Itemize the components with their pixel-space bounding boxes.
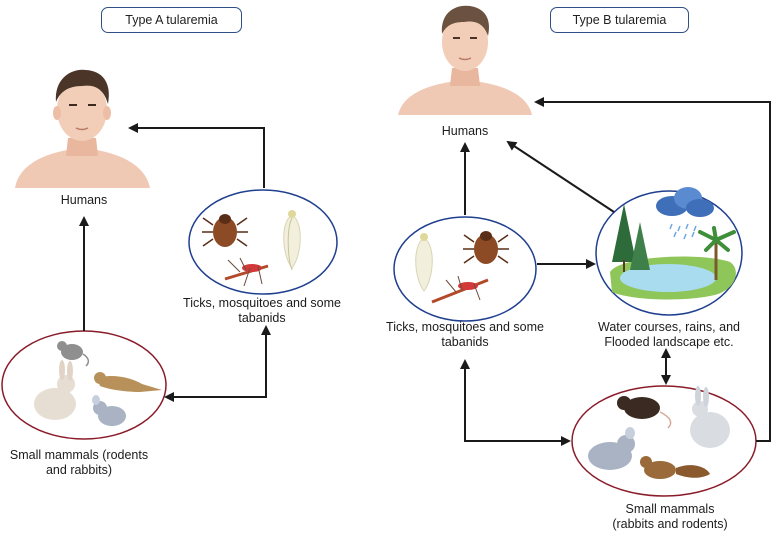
arrow-vectors-mammals-b bbox=[460, 359, 571, 446]
rat-icon-b bbox=[617, 396, 672, 429]
water-label: Water courses, rains, and Flooded landsc… bbox=[598, 320, 740, 349]
human-figure-b bbox=[398, 5, 532, 115]
mosquito-icon-b bbox=[431, 275, 489, 304]
chinchilla-icon-b bbox=[588, 427, 635, 470]
rabbit-icon-a bbox=[34, 360, 76, 420]
mammals-label-a: Small mammals (rodents and rabbits) bbox=[9, 448, 149, 477]
vector-ellipse-b bbox=[393, 216, 537, 322]
tick-icon-a bbox=[202, 214, 248, 247]
human-figure-a bbox=[15, 69, 150, 188]
arrow-vectors-to-humans-a bbox=[128, 123, 265, 188]
tick-icon-b bbox=[463, 231, 509, 264]
rabbit-icon-b bbox=[690, 386, 730, 448]
tabanid-icon-a bbox=[283, 210, 301, 271]
type-b-title: Type B tularemia bbox=[550, 7, 689, 33]
rain-cloud-icon bbox=[656, 187, 714, 240]
vector-ellipse-a bbox=[188, 189, 338, 295]
squirrel-icon-b bbox=[640, 456, 710, 479]
mosquito-icon-a bbox=[224, 257, 269, 287]
vectors-label-a: Ticks, mosquitoes and some tabanids bbox=[183, 296, 341, 325]
rat-icon-a bbox=[57, 341, 90, 367]
type-a-title: Type A tularemia bbox=[101, 7, 242, 33]
weasel-icon-a bbox=[94, 372, 162, 392]
mammals-label-b: Small mammals (rabbits and rodents) bbox=[612, 502, 728, 531]
humans-label-b: Humans bbox=[441, 124, 489, 138]
vectors-label-b: Ticks, mosquitoes and some tabanids bbox=[386, 320, 544, 349]
chinchilla-icon-a bbox=[92, 395, 126, 426]
arrow-water-to-humans bbox=[506, 140, 615, 213]
tabanid-icon-b bbox=[415, 233, 433, 292]
landscape-icon bbox=[610, 204, 736, 300]
arrow-vectors-mammals-a bbox=[164, 325, 271, 402]
mammal-ellipse-b bbox=[571, 385, 757, 497]
humans-label-a: Humans bbox=[60, 193, 108, 207]
arrow-mammals-to-humans-b bbox=[534, 97, 771, 442]
